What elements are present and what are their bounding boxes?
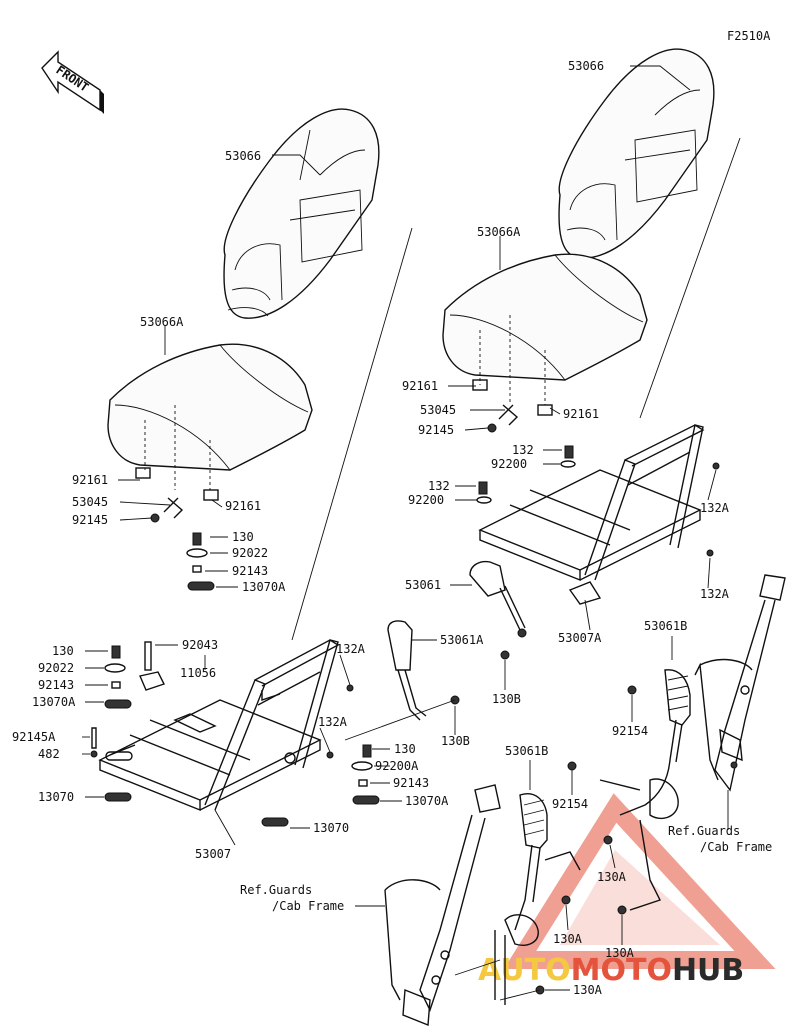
label-132-a: 132	[512, 443, 534, 457]
svg-text:AUTOMOTOHUB: AUTOMOTOHUB	[478, 953, 744, 988]
label-482: 482	[38, 747, 60, 761]
watermark-logo	[503, 793, 776, 969]
label-92200-a: 92200	[491, 457, 527, 471]
label-92143-c: 92143	[393, 776, 429, 790]
ref-guards-left-line2: /Cab Frame	[272, 899, 344, 913]
label-13070A-a: 13070A	[242, 580, 286, 594]
figure-code: F2510A	[727, 29, 771, 43]
ref-guards-right-line2: /Cab Frame	[700, 840, 772, 854]
cushion-right	[442, 253, 648, 433]
label-cushion-left: 53066A	[140, 315, 184, 329]
label-92145-left: 92145	[72, 513, 108, 527]
label-132A-d: 132A	[700, 587, 730, 601]
label-132A-a: 132A	[336, 642, 366, 656]
label-130B-a: 130B	[492, 692, 521, 706]
label-92022-b: 92022	[38, 661, 74, 675]
buckle-53061A	[387, 620, 460, 721]
buckle-53061	[469, 560, 527, 660]
label-130A-c: 130A	[605, 946, 635, 960]
label-92161-l2: 92161	[225, 499, 261, 513]
watermark-auto: AUTO	[478, 953, 571, 988]
watermark-triangle	[503, 793, 776, 969]
label-53045-left: 53045	[72, 495, 108, 509]
label-53061A: 53061A	[440, 633, 484, 647]
label-92200-b: 92200	[408, 493, 444, 507]
label-130A-a: 130A	[597, 870, 627, 884]
leader-lines	[82, 65, 741, 1001]
label-13070-a: 13070	[38, 790, 74, 804]
ref-guards-right-line1: Ref.Guards	[668, 824, 740, 838]
label-130A-d: 130A	[573, 983, 603, 997]
label-92161-r2: 92161	[563, 407, 599, 421]
label-13070A-b: 13070A	[32, 695, 76, 709]
label-53061B-a: 53061B	[644, 619, 687, 633]
label-13070-b: 13070	[313, 821, 349, 835]
label-53061B-b: 53061B	[505, 744, 548, 758]
cushion-left	[107, 343, 313, 523]
watermark-moto: MOTO	[571, 953, 672, 988]
hardware-left-stack	[90, 532, 380, 827]
belt-right	[599, 669, 691, 915]
label-backrest-left: 53066	[225, 149, 261, 163]
label-53007A: 53007A	[558, 631, 602, 645]
label-92145-right: 92145	[418, 423, 454, 437]
label-11056: 11056	[180, 666, 216, 680]
label-130-c: 130	[394, 742, 416, 756]
watermark-hub: HUB	[672, 953, 744, 988]
label-13070A-c: 13070A	[405, 794, 449, 808]
label-53045-right: 53045	[420, 403, 456, 417]
label-132-b: 132	[428, 479, 450, 493]
label-132A-b: 132A	[318, 715, 348, 729]
backrest-right	[558, 48, 715, 259]
belt-left	[494, 793, 581, 1005]
frame-right	[478, 424, 705, 605]
label-92022-a: 92022	[232, 546, 268, 560]
label-backrest-right: 53066	[568, 59, 604, 73]
backrest-left	[223, 108, 380, 319]
ref-guards-left-line1: Ref.Guards	[240, 883, 312, 897]
label-53007: 53007	[195, 847, 231, 861]
label-92154-b: 92154	[552, 797, 588, 811]
label-92161-l1: 92161	[72, 473, 108, 487]
front-arrow-icon	[41, 50, 104, 114]
label-132A-c: 132A	[700, 501, 730, 515]
label-92143-b: 92143	[38, 678, 74, 692]
label-cushion-right: 53066A	[477, 225, 521, 239]
label-53061: 53061	[405, 578, 441, 592]
label-92143-a: 92143	[232, 564, 268, 578]
hardware-right-stack	[476, 445, 720, 557]
label-92200A: 92200A	[375, 759, 419, 773]
label-130-b: 130	[52, 644, 74, 658]
label-92154-a: 92154	[612, 724, 648, 738]
label-130B-b: 130B	[441, 734, 470, 748]
label-92043: 92043	[182, 638, 218, 652]
guard-right	[627, 574, 786, 792]
frame-left	[98, 639, 340, 812]
label-130A-b: 130A	[553, 932, 583, 946]
label-92145A: 92145A	[12, 730, 56, 744]
part-labels: 53066 53066 53066A 53066A 92161 92161 53…	[12, 59, 772, 997]
label-92161-r1: 92161	[402, 379, 438, 393]
label-130-a: 130	[232, 530, 254, 544]
